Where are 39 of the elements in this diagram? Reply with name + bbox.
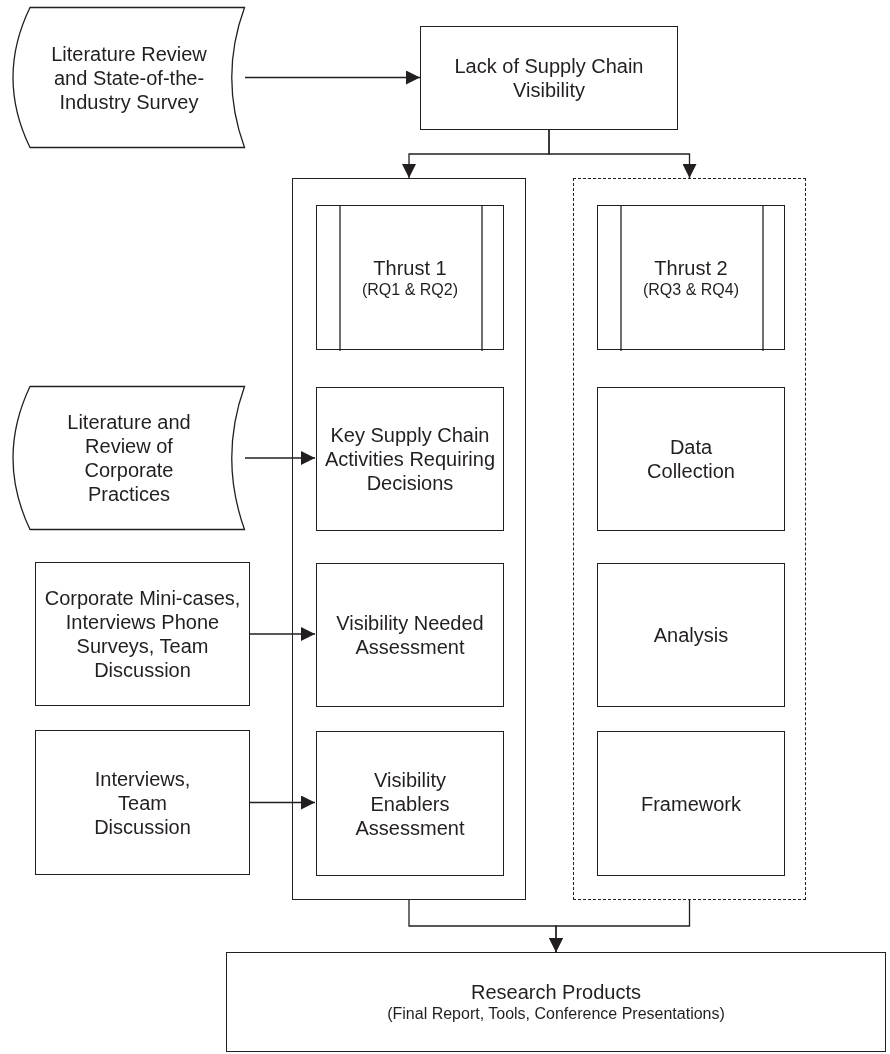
node-sublabel: (Final Report, Tools, Conference Presentations) xyxy=(387,1004,725,1024)
node-label: Lack of Supply Chain Visibility xyxy=(454,54,644,102)
process-box xyxy=(597,731,785,876)
arrow xyxy=(548,129,697,179)
predefined-process-box xyxy=(597,205,785,350)
thrust-container xyxy=(292,178,526,900)
arrow xyxy=(249,627,316,641)
process-box xyxy=(316,387,504,531)
node-label: Corporate Mini-cases, Interviews Phone Surveys, Team Discussion xyxy=(43,586,242,682)
arrow xyxy=(249,795,316,810)
node-label: Research Products xyxy=(470,980,642,1005)
process-box xyxy=(35,730,250,875)
data-input-shape xyxy=(13,7,245,148)
process-box xyxy=(597,387,785,531)
node-label: Interviews, Team Discussion xyxy=(93,766,192,839)
node-label: Analysis xyxy=(653,623,729,647)
node-label: Visibility Needed Assessment xyxy=(335,611,485,659)
node-sublabel: (RQ1 & RQ2) xyxy=(362,279,458,300)
node-label: Literature Review and State-of-the-Industry Survey xyxy=(50,41,208,114)
arrow xyxy=(244,70,421,85)
node-label: Thrust 1 xyxy=(373,255,447,280)
output-box xyxy=(226,952,886,1052)
predefined-process-box xyxy=(316,205,504,350)
process-box xyxy=(316,563,504,707)
node-label: Visibility Enablers Assessment xyxy=(354,767,466,840)
node-sublabel: (RQ3 & RQ4) xyxy=(643,279,739,300)
arrow xyxy=(244,451,316,465)
node-label: Data Collection xyxy=(646,435,736,483)
process-box xyxy=(316,731,504,876)
process-box xyxy=(35,562,250,706)
process-box xyxy=(420,26,678,130)
data-input-shape xyxy=(13,386,245,530)
process-box xyxy=(597,563,785,707)
node-label: Key Supply Chain Activities Requiring Decisions xyxy=(323,423,497,495)
node-label: Literature and Review of Corporate Practices xyxy=(66,410,192,506)
node-label: Framework xyxy=(641,791,741,816)
thrust-container xyxy=(573,178,806,900)
node-label: Thrust 2 xyxy=(654,255,728,280)
arrow xyxy=(549,899,691,953)
